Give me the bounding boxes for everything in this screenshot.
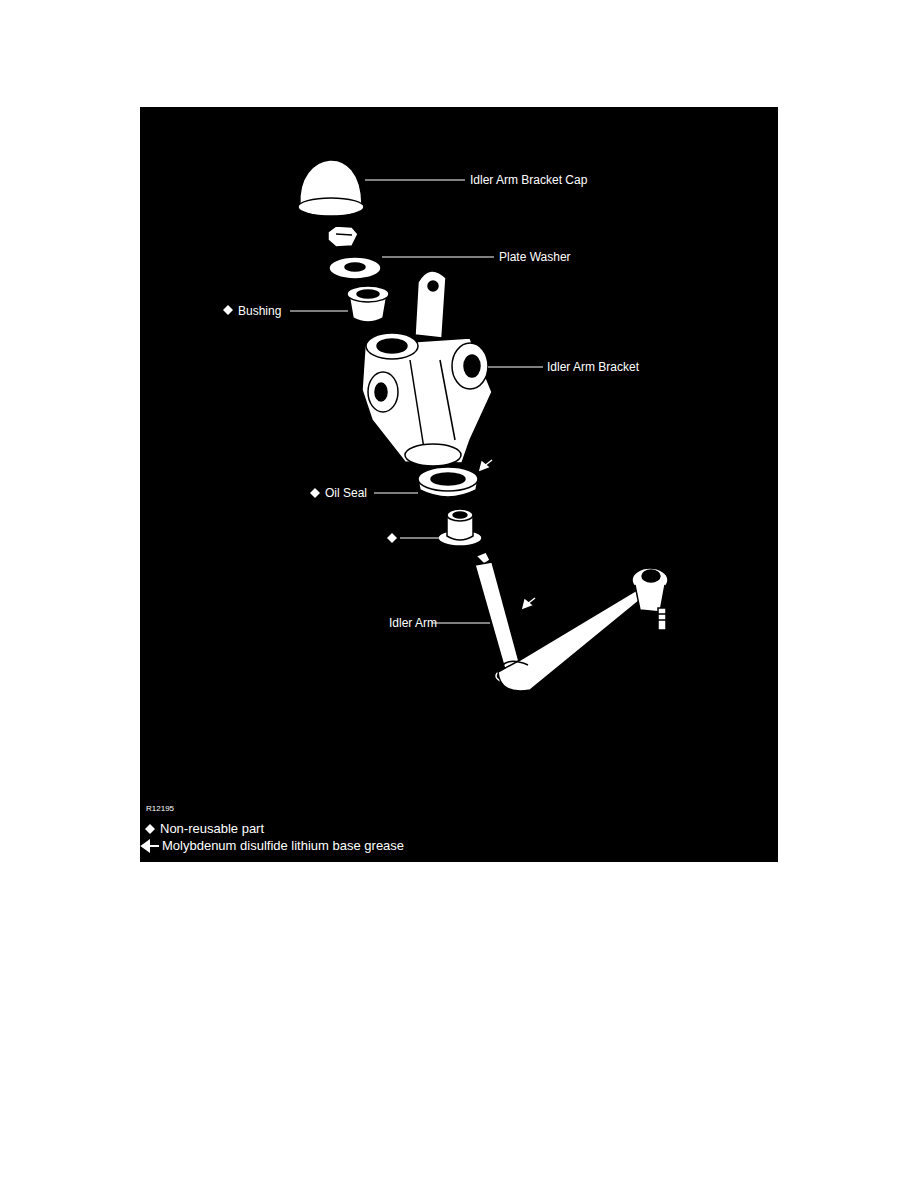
non-reusable-symbol [145,305,397,834]
figure-number: R12195 [146,804,174,814]
idler-arm-shaft [475,562,520,670]
bracket-ear [415,271,446,338]
legend-text: Molybdenum disulfide lithium base grease [162,838,404,853]
cap-rim [298,198,364,216]
legend-text: Non-reusable part [160,821,264,836]
part-name: Idler Arm Bracket [547,360,639,374]
plate-washer [329,257,381,279]
parts-illustration [298,160,668,691]
grease-symbol [142,841,159,851]
part-name: Idler Arm Bracket Cap [470,173,587,187]
idler-arm [498,588,640,691]
grease-arrow [480,460,535,608]
leader-line [290,180,543,623]
panel-ground [140,107,778,862]
part-name: Oil Seal [325,486,367,500]
part-name: Plate Washer [499,250,571,264]
part-name: Idler Arm [389,616,437,630]
nut [328,226,358,247]
part-name: Bushing [238,304,281,318]
